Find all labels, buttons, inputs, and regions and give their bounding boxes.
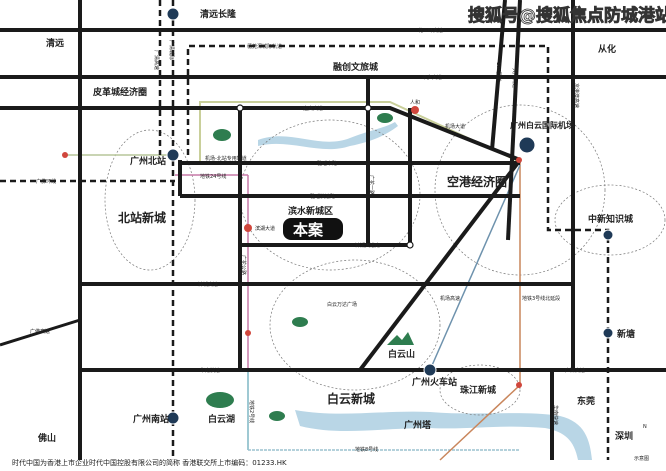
baiyun-new-city-zone: [269, 259, 441, 391]
train-station-icon: [166, 411, 180, 425]
metro-stop-icon: [516, 382, 522, 388]
road-tag-suiguanshen: 穗莞深城际轨道: [247, 43, 282, 50]
metro-olive-line: [199, 101, 521, 165]
road-tag-jincheng: 锦城高速: [198, 281, 218, 288]
road-tag-guangqing-highway: 广清高速: [153, 50, 160, 70]
park-icon: [292, 317, 308, 327]
road-tag-pingbu: 平步大道: [422, 74, 442, 81]
railway-blue-line: [429, 164, 521, 371]
train-station-icon: [423, 363, 437, 377]
label-knowledge-city: 中新知识城: [588, 213, 633, 225]
road-tag-g106: 106国道: [495, 62, 502, 82]
road-tag-airport-express: 机场高速: [440, 295, 460, 302]
park-icon: [377, 113, 393, 123]
metro-stop-icon: [516, 157, 522, 163]
label-baiyun-new-city: 白云新城: [327, 391, 375, 406]
label-binshui: 滨水新城区: [288, 205, 333, 217]
road-tag-jinggangao: 京港澳高速: [573, 83, 580, 108]
metro-stop-icon: [244, 224, 252, 232]
footer-scale-note: 示意图: [634, 455, 649, 462]
road-tag-guanghua: 广花公路: [240, 255, 247, 275]
label-railway-station: 广州火车站: [412, 376, 457, 388]
label-baiyun-lake: 白云湖: [208, 413, 235, 425]
label-xintang: 新塘: [617, 328, 635, 340]
north-new-city-zone: [104, 129, 196, 271]
label-zhujiang-new-city: 珠江新城: [460, 384, 496, 396]
junction: [406, 241, 414, 249]
park-icon: [213, 129, 231, 141]
north-arrow: N: [643, 424, 647, 430]
road-tag-yingbin: 迎宾大道: [303, 105, 323, 112]
label-canton-tower: 广州塔: [404, 419, 432, 431]
park-icon: [269, 411, 285, 421]
rail-suiguanshen: [186, 44, 610, 460]
airplane-icon: [518, 136, 536, 154]
river-north: [258, 122, 398, 150]
knowledge-city-zone: [554, 184, 666, 256]
road-tag-daguang: 大广高速: [511, 68, 518, 88]
road-tag-v368: 广花一路: [368, 175, 375, 195]
train-station-icon: [166, 7, 180, 21]
road-daguang: [506, 0, 522, 241]
footer-note: 时代中国为香港上市企业时代中国控股有限公司的简称 香港联交所上市编码：01233…: [12, 458, 287, 467]
road-tag-guangqing-intercity: 广清城际: [168, 40, 175, 60]
road-yingbin: [240, 106, 521, 162]
road-tag-north-ring: 北三环高速: [418, 27, 443, 34]
road-tag-metro24: 地铁24号线: [200, 173, 226, 180]
label-conghua: 从化: [598, 43, 616, 55]
metro-stop-icon: [245, 330, 251, 336]
label-south-station: 广州南站: [133, 413, 169, 425]
metro-stop-icon: [411, 106, 419, 114]
road-g106: [490, 0, 507, 151]
road-tag-metro8: 地铁8号线: [355, 446, 378, 453]
zhujiang-zone: [439, 364, 521, 416]
road-tag-metro3-north: 地铁3号线北延段: [522, 295, 560, 302]
label-dongguan: 东莞: [577, 395, 595, 407]
label-renhe: 人和: [410, 99, 420, 106]
road-tag-yayao-express: 雅瑶快速路: [310, 193, 335, 200]
road-tag-metro2: 地铁2号线: [248, 400, 255, 423]
label-airport: 广州白云国际机场: [510, 120, 574, 130]
road-tag-airport-north-rail: 机场-北站专用轨道: [205, 155, 247, 162]
label-wanda: 白云万达广场: [327, 301, 357, 308]
project-badge: [283, 218, 343, 240]
label-north-station: 广州北站: [130, 155, 166, 167]
train-station-icon: [602, 327, 614, 339]
watermark: 搜狐号@搜狐焦点防城港站: [468, 5, 666, 26]
road-tag-huanan-v: 华南快速: [552, 405, 559, 425]
label-airport-zone: 空港经济圈: [447, 174, 507, 189]
road-tag-guangfo: 广佛高速: [30, 328, 50, 335]
pearl-river: [295, 410, 592, 460]
park-icon: [206, 392, 234, 408]
label-pigecheng: 皮革城经济圈: [92, 86, 147, 98]
label-qingyuan-chimelong: 清远长隆: [200, 8, 237, 20]
road-tag-guangfo-ring: 广佛环线: [36, 178, 56, 185]
junction: [236, 104, 244, 112]
road-tag-yayao-middle: 雅瑶中路: [317, 160, 337, 167]
road-tag-huanan: 华南快速: [200, 367, 220, 374]
label-project: 本案: [293, 221, 324, 239]
label-shenzhen: 深圳: [615, 430, 633, 442]
mountain-icon: [387, 332, 414, 345]
label-sunac: 融创文旅城: [333, 61, 378, 73]
train-station-icon: [166, 148, 180, 162]
junction: [364, 104, 372, 112]
road-tag-airport-road: 机场大道: [445, 123, 465, 130]
label-baiyun-mountain: 白云山: [388, 348, 415, 360]
metro-stop-icon: [62, 152, 68, 158]
label-binhu: 滨湖大道: [255, 225, 275, 232]
label-north-new-city: 北站新城: [118, 210, 166, 225]
road-tag-jinhu-south: 锦湖大道南: [355, 242, 380, 249]
road-guangfo: [0, 318, 81, 347]
label-foshan: 佛山: [37, 432, 56, 444]
train-station-icon: [602, 229, 614, 241]
label-qingyuan: 清远: [46, 37, 65, 49]
road-airport-express: [358, 158, 522, 372]
road-tag-guangshen: 广深高速: [565, 367, 585, 374]
